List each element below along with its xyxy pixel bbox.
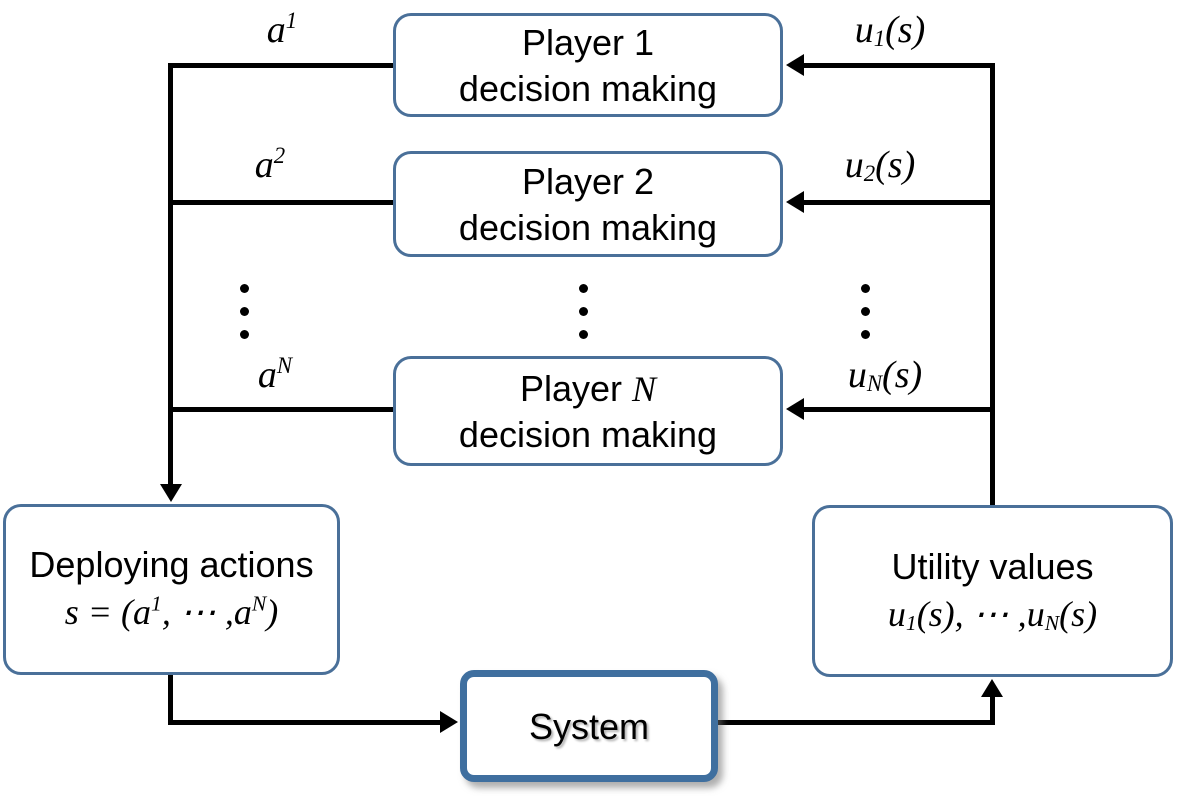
- action-a2-line: [170, 200, 395, 205]
- system-label: System: [528, 705, 650, 747]
- player-2-subtitle: decision making: [458, 206, 718, 248]
- utility-values-box: Utility values u1(s), ⋯ ,uN(s): [812, 505, 1173, 677]
- label-u2: u2(s): [844, 144, 916, 187]
- u1-arrowhead-icon: [786, 54, 804, 76]
- system-arrowhead-icon: [440, 711, 458, 733]
- player-2-title: Player 2: [521, 160, 655, 202]
- player-n-title: Player N: [519, 367, 657, 409]
- action-aN-line: [170, 407, 395, 412]
- utility-u2-line: [801, 200, 993, 205]
- player-n-subtitle: decision making: [458, 413, 718, 455]
- action-a1-line: [170, 63, 395, 68]
- utility-arrowhead-icon: [981, 679, 1003, 697]
- uN-arrowhead-icon: [786, 398, 804, 420]
- utility-values-formula: u1(s), ⋯ ,uN(s): [887, 593, 1098, 635]
- player-n-box: Player N decision making: [393, 356, 783, 466]
- utility-u1-line: [801, 63, 993, 68]
- ellipsis-right-icon: [861, 284, 870, 339]
- player-1-subtitle: decision making: [458, 67, 718, 109]
- system-to-utility-hline: [716, 720, 993, 725]
- deploying-actions-formula: s = (a1, ⋯ ,aN): [64, 591, 279, 632]
- label-a2: a2: [254, 142, 286, 186]
- label-a1: a1: [266, 7, 298, 51]
- deploying-actions-title: Deploying actions: [29, 544, 314, 585]
- label-aN: aN: [257, 352, 293, 396]
- u2-arrowhead-icon: [786, 191, 804, 213]
- deploy-to-system-hline: [168, 720, 442, 725]
- deploying-arrowhead-icon: [160, 484, 182, 502]
- player-2-box: Player 2 decision making: [393, 151, 783, 257]
- system-box: System: [460, 670, 718, 782]
- utility-values-title: Utility values: [891, 545, 1094, 587]
- utility-uN-line: [801, 407, 993, 412]
- deploying-actions-box: Deploying actions s = (a1, ⋯ ,aN): [3, 504, 340, 675]
- utility-trunk-line: [990, 63, 995, 505]
- label-u1: u1(s): [854, 9, 926, 52]
- label-uN: uN(s): [847, 354, 923, 397]
- deploy-to-system-vline: [168, 673, 173, 725]
- ellipsis-center-icon: [579, 284, 588, 339]
- left-trunk-line: [168, 63, 173, 486]
- system-to-utility-vline: [990, 691, 995, 725]
- player-1-box: Player 1 decision making: [393, 13, 783, 117]
- player-1-title: Player 1: [521, 21, 655, 63]
- ellipsis-left-icon: [240, 284, 249, 339]
